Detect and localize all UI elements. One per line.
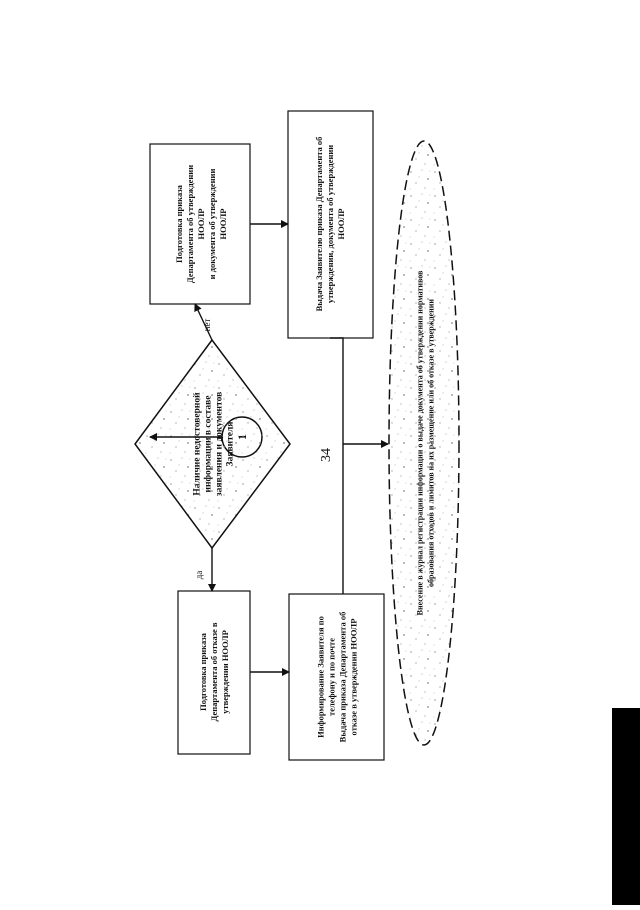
terminal-ellipse: Внесение в журнал регистрации информации… [388, 140, 460, 746]
arrow-no-branch [194, 303, 213, 341]
text-line: утверждении НООЛР [220, 630, 230, 714]
text-line: Подготовка приказа [174, 184, 184, 262]
text-line: отказе в утверждении НООЛР [348, 619, 358, 736]
decision-diamond: Наличие недостовернойинформации в состав… [134, 338, 291, 550]
terminal-text: Внесение в журнал регистрации информации… [415, 270, 435, 615]
text-line: и документа об утверждении [207, 169, 217, 280]
label-yes: да [194, 571, 204, 580]
box-inform-applicant-text: Информирование Заявителя потелефону и по… [315, 612, 358, 743]
box-refusal-order-text: Подготовка приказаДепартамента об отказе… [198, 622, 230, 721]
text-line: НООЛР [196, 209, 206, 240]
text-line: Департамента об отказе в [209, 622, 219, 721]
text-line: телефону и по почте [326, 638, 336, 716]
text-line: Департамента об утверждении [185, 165, 195, 283]
page-number: 34 [319, 448, 334, 462]
text-line: Подготовка приказа [198, 632, 208, 710]
box-inform-applicant: Информирование Заявителя потелефону и по… [288, 593, 385, 761]
text-line: НООЛР [218, 209, 228, 240]
line-box2-to-merge [330, 337, 344, 444]
box-approval-order: Подготовка приказаДепартамента об утверж… [149, 143, 251, 305]
scan-edge-bar [612, 708, 640, 905]
text-line: НООЛР [336, 209, 346, 240]
flow-arrows [149, 220, 389, 676]
label-no: нет [202, 319, 212, 332]
text-line: Заявителя [225, 422, 235, 467]
box-issue-approval-text: Выдача Заявителю приказа Департамента об… [314, 137, 346, 312]
text-line: Внесение в журнал регистрации информации… [415, 270, 424, 615]
text-line: заявления и документов [214, 392, 224, 496]
box-approval-order-text: Подготовка приказаДепартамента об утверж… [174, 165, 228, 283]
text-line: утверждении, документа об утверждении [325, 145, 335, 303]
box-issue-approval: Выдача Заявителю приказа Департамента об… [287, 110, 374, 339]
text-line: образования отходов и лимитов на их разм… [426, 299, 435, 587]
box-refusal-order: Подготовка приказаДепартамента об отказе… [177, 590, 251, 755]
text-line: информации в составе [202, 396, 213, 493]
text-line: Наличие недостоверной [191, 392, 202, 496]
text-line: Выдача Заявителю приказа Департамента об [314, 137, 324, 312]
text-line: Информирование Заявителя по [315, 616, 325, 738]
text-line: Выдача приказа Департамента об [337, 612, 347, 743]
decision-text: Наличие недостовернойинформации в состав… [191, 392, 235, 496]
